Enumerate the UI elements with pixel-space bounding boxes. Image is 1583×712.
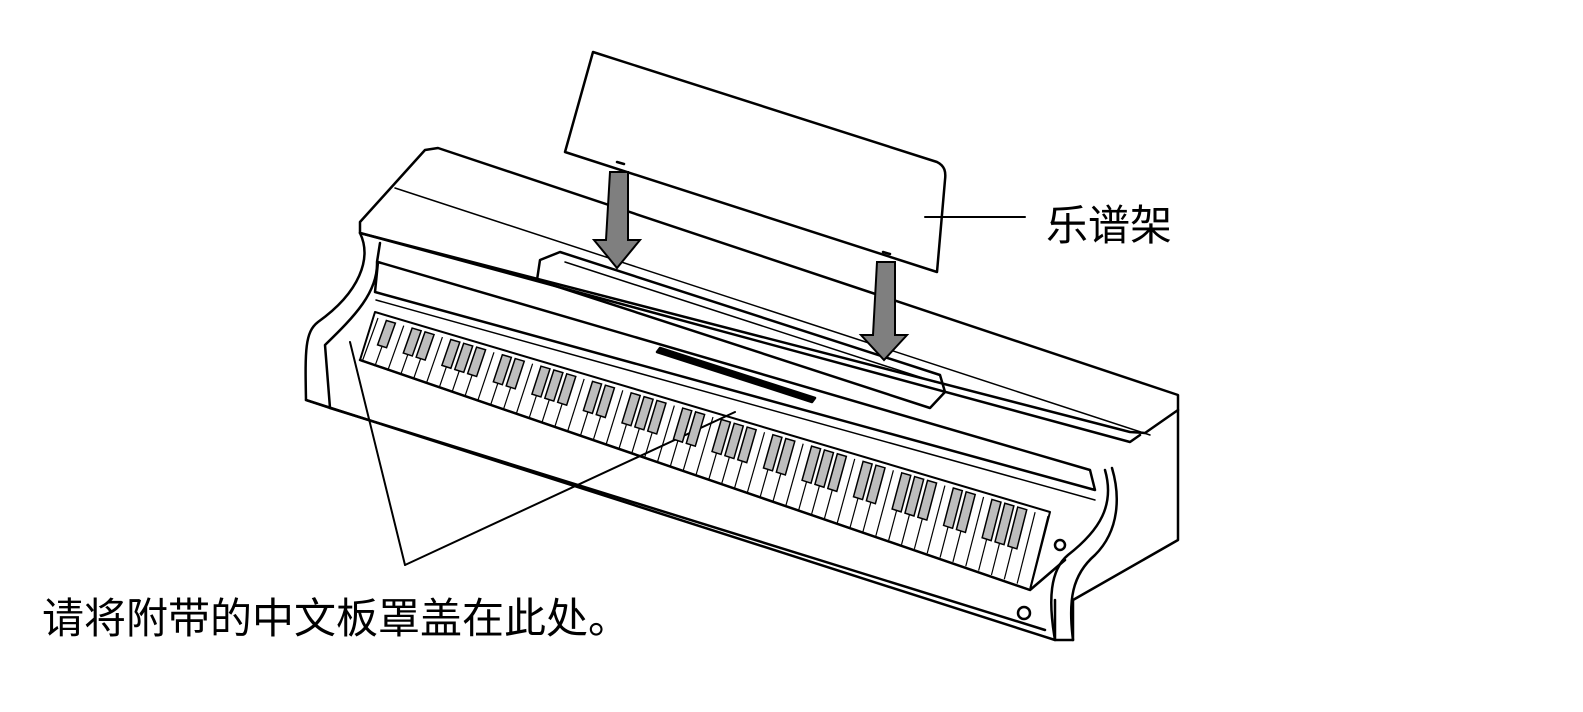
black-key — [440, 338, 461, 370]
black-key — [376, 319, 397, 349]
black-key — [530, 365, 551, 398]
music-stand-board — [563, 50, 947, 274]
stand-rest-bar — [535, 250, 947, 410]
black-key — [904, 475, 925, 517]
black-key — [402, 327, 423, 357]
leader-cover-right — [404, 411, 736, 566]
black-key — [826, 452, 848, 493]
white-key-divider — [425, 336, 443, 384]
black-key — [505, 357, 526, 390]
white-key-divider — [605, 390, 624, 445]
left-cheek — [304, 231, 382, 410]
right-cheek — [1050, 466, 1118, 642]
black-key — [852, 460, 874, 501]
black-key — [1006, 506, 1028, 550]
black-key — [492, 353, 513, 386]
white-key-divider — [656, 405, 675, 463]
black-key — [955, 490, 977, 534]
black-key — [942, 487, 964, 530]
black-key — [762, 433, 783, 472]
black-key — [814, 449, 835, 489]
black-key — [981, 498, 1002, 542]
stand-rest-groove — [564, 261, 936, 383]
black-key — [916, 479, 938, 522]
white-key-divider — [566, 378, 585, 432]
piano-body — [304, 398, 1180, 642]
fallboard — [373, 260, 1097, 492]
black-key — [556, 372, 577, 407]
arrow-down-left — [591, 171, 643, 270]
keyboard-outline — [359, 311, 1051, 591]
black-key — [621, 391, 642, 427]
white-key-divider — [746, 432, 766, 493]
black-key — [711, 418, 732, 456]
black-keys — [376, 319, 1028, 550]
black-key — [891, 471, 912, 513]
arrow-down-right — [858, 261, 910, 362]
black-key — [633, 395, 655, 431]
black-key — [736, 426, 758, 464]
fallboard-inner — [375, 299, 1096, 501]
stand-tab-left — [615, 160, 626, 166]
white-key-divider — [1029, 515, 1049, 589]
stand-tab-right — [881, 250, 892, 256]
black-key — [646, 399, 667, 435]
black-key — [801, 445, 822, 485]
black-key — [672, 407, 693, 444]
white-key-divider — [875, 470, 894, 537]
white-key-divider — [926, 485, 946, 554]
white-key-divider — [695, 416, 714, 476]
black-key — [582, 380, 603, 415]
black-key — [685, 410, 706, 448]
black-key — [543, 369, 564, 403]
white-key-divider — [515, 363, 534, 415]
white-key-divider — [785, 443, 804, 506]
black-key — [723, 422, 745, 460]
white-key-divider — [361, 317, 379, 363]
white-key-divider — [387, 325, 405, 371]
black-key — [415, 330, 436, 361]
black-key — [775, 437, 796, 476]
white-key-divider — [965, 496, 985, 567]
white-key-divider — [1016, 512, 1036, 584]
white-key-divider — [836, 458, 856, 523]
side-knob — [1053, 538, 1067, 552]
black-key — [595, 384, 616, 419]
black-key — [994, 502, 1015, 546]
body-bottom — [328, 406, 1047, 632]
black-key — [453, 342, 474, 374]
black-key — [865, 464, 886, 505]
center-slot — [655, 346, 817, 404]
music-stand-label: 乐谱架 — [1046, 201, 1173, 250]
white-key-divider — [477, 352, 495, 402]
leader-cover-left — [349, 341, 406, 566]
lid-front-edge — [358, 231, 1142, 444]
cover-instruction-label: 请将附带的中文板罩盖在此处。 — [42, 594, 631, 643]
black-key — [466, 346, 487, 378]
headphone-jack — [1016, 605, 1032, 621]
lid-fold-line — [394, 187, 1151, 436]
